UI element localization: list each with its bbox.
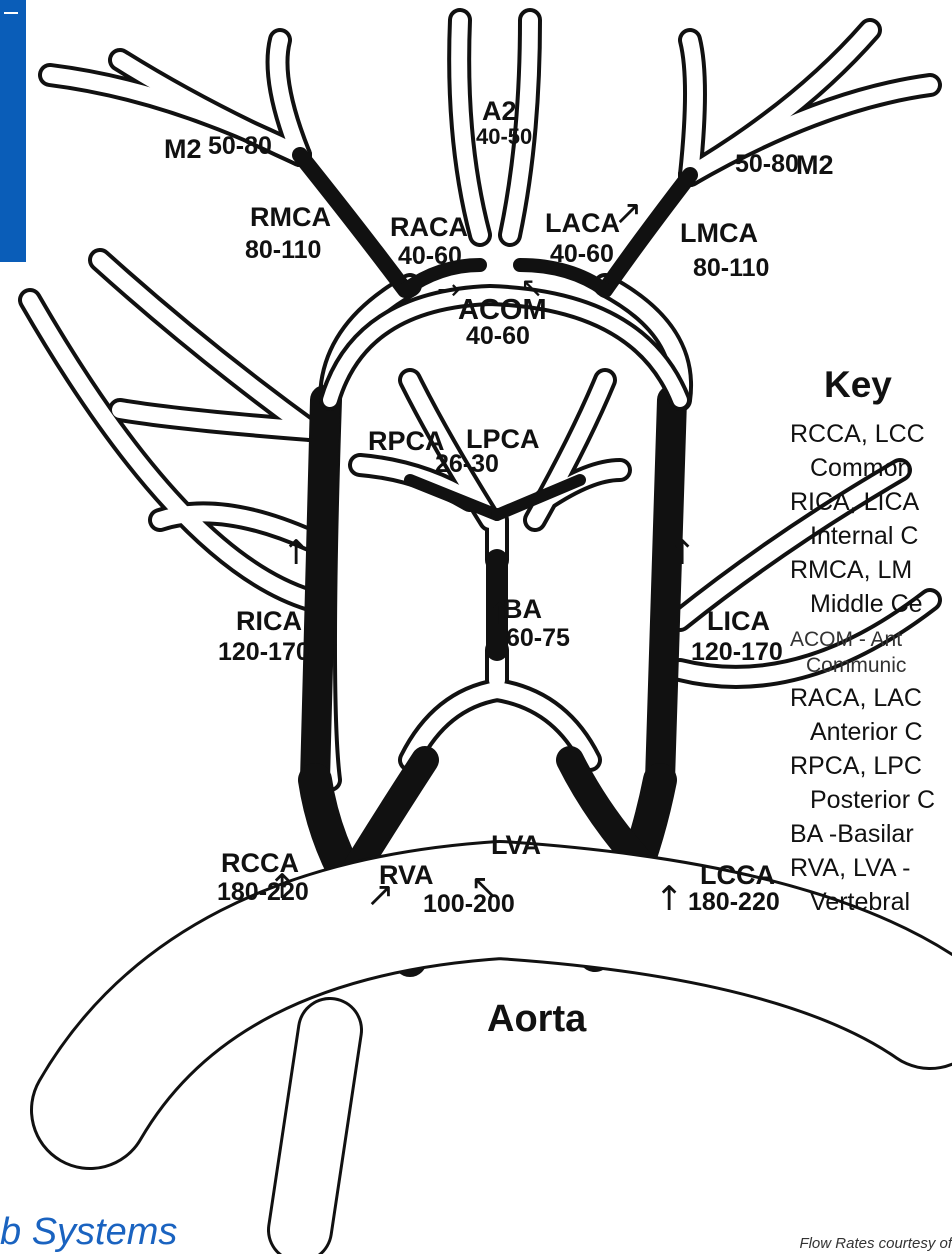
- value-pca: 26-30: [435, 450, 499, 478]
- arrow-upleft-icon: ↖: [520, 271, 544, 304]
- key-line: RPCA, LPC: [790, 752, 922, 780]
- value-acom: 40-60: [466, 322, 530, 350]
- arrow-up-icon: ↖: [470, 867, 499, 907]
- label-acom: ACOM: [458, 294, 547, 326]
- label-a2: A2: [482, 96, 517, 126]
- key-title: Key: [824, 364, 892, 405]
- value-m2-left: 50-80: [208, 132, 272, 160]
- label-lva: LVA: [491, 830, 541, 860]
- label-lcca: LCCA: [700, 860, 775, 890]
- value-rcca: 180-220: [217, 878, 309, 906]
- key-line: Internal C: [810, 522, 919, 550]
- value-lcca: 180-220: [688, 888, 780, 916]
- label-rva: RVA: [379, 860, 434, 890]
- label-laca: LACA: [545, 208, 620, 238]
- label-rmca: RMCA: [250, 202, 331, 232]
- key-line: Communic: [806, 654, 907, 677]
- arrow-up-icon: ↑: [268, 867, 297, 907]
- value-rmca: 80-110: [245, 236, 322, 264]
- arrow-up-icon: ↑: [282, 533, 311, 573]
- arrow-up-icon: ↗: [366, 875, 395, 915]
- key-line: Anterior C: [810, 718, 923, 746]
- label-m2-right: M2: [796, 150, 834, 180]
- arrow-up-icon: ↑: [487, 597, 513, 632]
- label-raca: RACA: [390, 212, 468, 242]
- white-vessel-fill: [22, 12, 938, 788]
- label-m2-left: M2: [164, 134, 202, 164]
- value-m2-right: 50-80: [735, 150, 799, 178]
- key-line: RMCA, LM: [790, 556, 913, 584]
- value-va: 100-200: [423, 890, 515, 918]
- value-lica: 120-170: [691, 638, 783, 666]
- key-line: RVA, LVA -: [790, 854, 911, 882]
- arrow-upright-icon: ↗: [614, 193, 643, 233]
- label-lpca: LPCA: [466, 424, 540, 454]
- arrow-right-icon: →: [437, 273, 461, 306]
- label-lmca: LMCA: [680, 218, 758, 248]
- key-line: RICA, LICA: [790, 488, 920, 516]
- value-lmca: 80-110: [693, 254, 770, 282]
- value-raca: 40-60: [398, 242, 462, 270]
- key-line: RACA, LAC: [790, 684, 922, 712]
- value-ba: 60-75: [506, 624, 570, 652]
- arrow-up-icon: ↑: [668, 533, 697, 573]
- label-rica: RICA: [236, 606, 302, 636]
- footer-brand-fragment: b Systems: [0, 1211, 178, 1253]
- key-line: Vertebral: [810, 888, 911, 916]
- arrow-up-icon: ↑: [655, 879, 684, 919]
- label-lica: LICA: [707, 606, 770, 636]
- value-laca: 40-60: [550, 240, 614, 268]
- key-line: Middle Ce: [810, 590, 923, 618]
- label-ba: BA: [503, 594, 542, 624]
- blue-side-tab: [0, 0, 26, 262]
- flow-rates-credit: Flow Rates courtesy of: [799, 1235, 952, 1252]
- label-aorta: Aorta: [487, 998, 587, 1040]
- key-line: Posterior C: [810, 786, 936, 814]
- key-line: ACOM - Ant: [790, 628, 903, 651]
- label-rpca: RPCA: [368, 426, 445, 456]
- label-rcca: RCCA: [221, 848, 299, 878]
- value-rica: 120-170: [218, 638, 310, 666]
- key-line: Common: [810, 454, 912, 482]
- key-line: BA -Basilar: [790, 820, 914, 848]
- key-line: RCCA, LCC: [790, 420, 925, 448]
- value-a2: 40-50: [476, 124, 533, 149]
